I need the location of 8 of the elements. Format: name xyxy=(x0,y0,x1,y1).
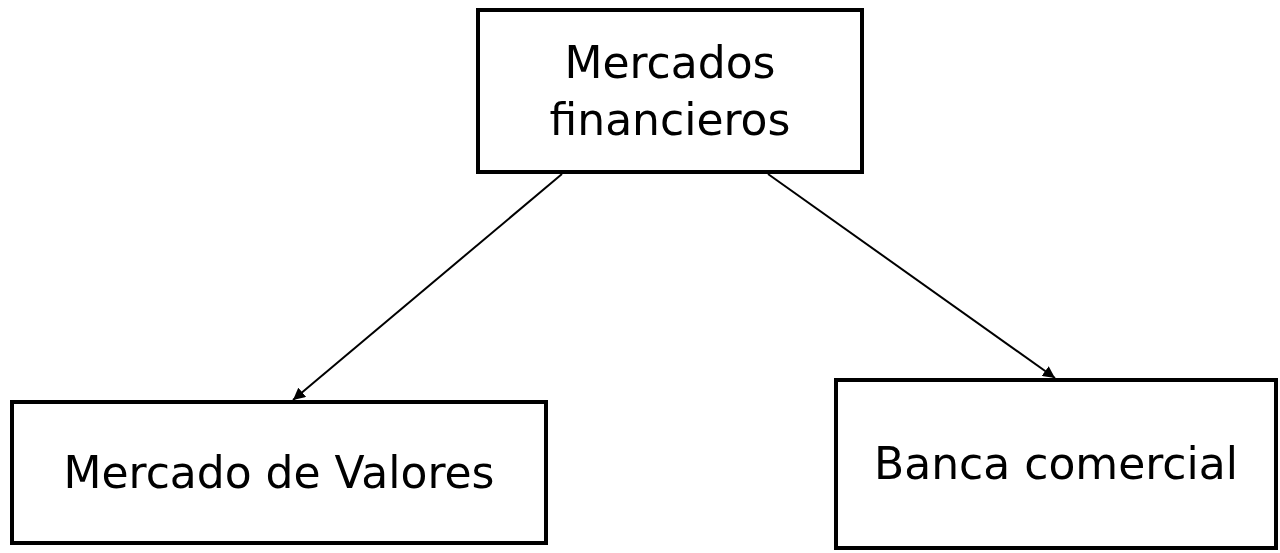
process-box xyxy=(834,378,1278,550)
box-label: Banca comercial xyxy=(874,437,1238,492)
process-box xyxy=(476,8,864,174)
arrow xyxy=(292,173,563,401)
box-label: Mercados financieros xyxy=(548,35,792,147)
process-box xyxy=(10,400,548,545)
arrow xyxy=(767,173,1056,379)
box-label: Mercado de Valores xyxy=(63,445,495,500)
